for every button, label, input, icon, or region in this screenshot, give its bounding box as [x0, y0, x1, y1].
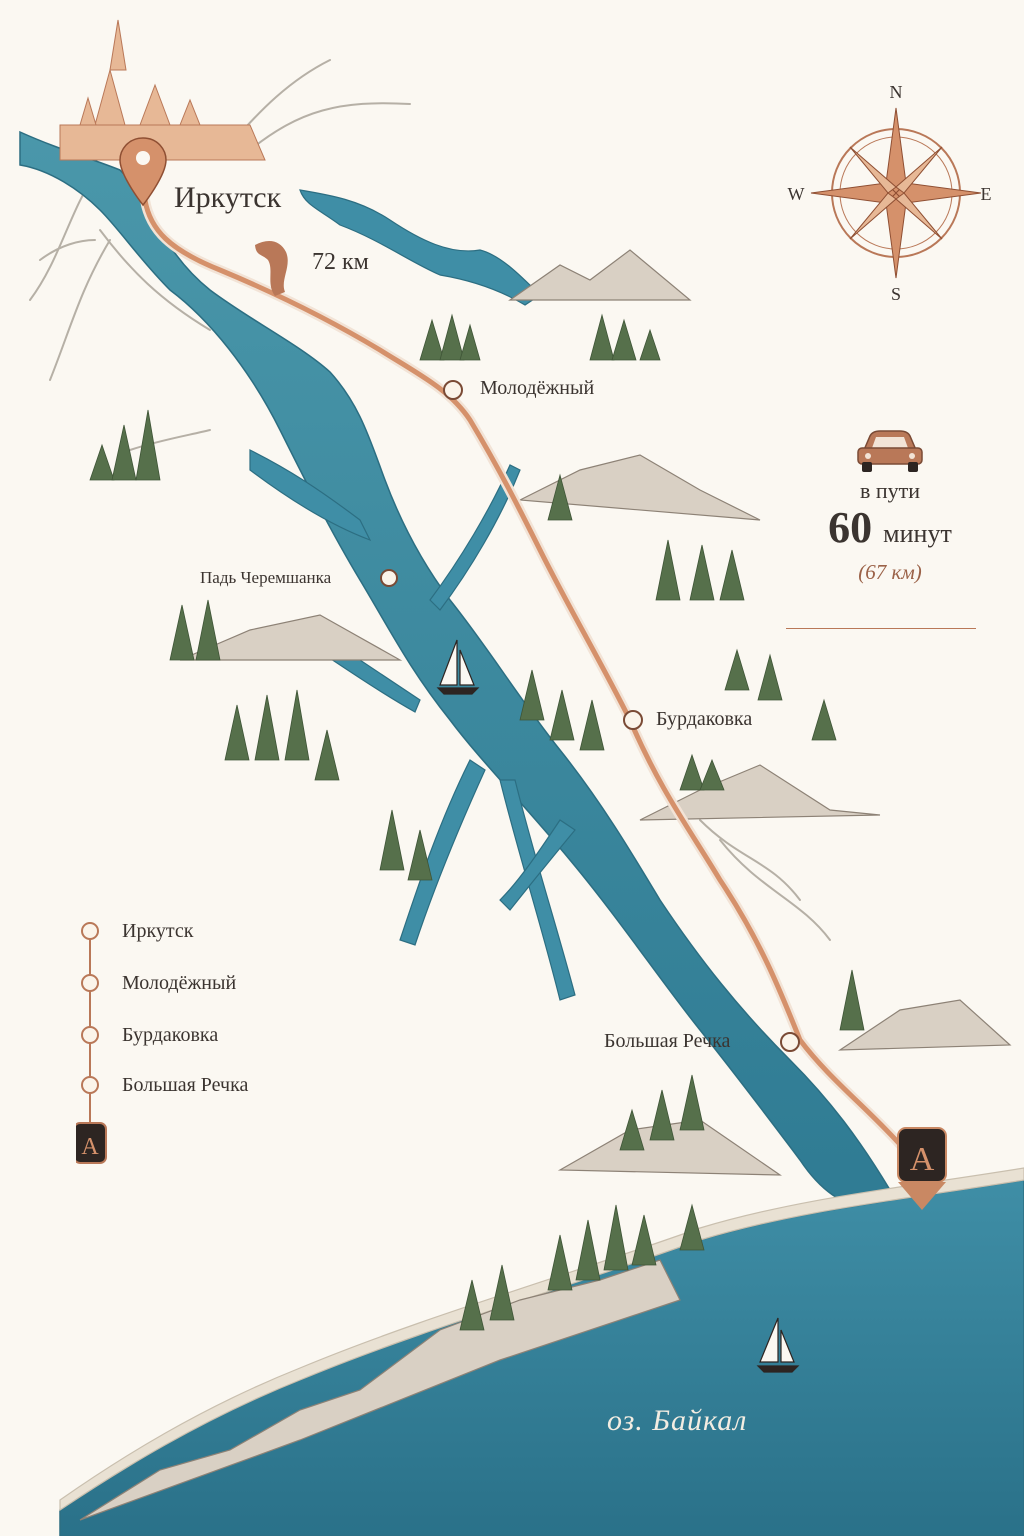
- distance-note: (67 км): [858, 560, 922, 584]
- monogram-a-icon: [76, 1122, 107, 1164]
- stop-label-burdakovka: Бурдаковка: [656, 708, 753, 730]
- lake-label: оз. Байкал: [607, 1404, 748, 1437]
- distance-route-icon: [255, 240, 288, 296]
- legend-item-irkutsk: Иркутск: [122, 920, 194, 942]
- legend-item-molodezhny: Молодёжный: [122, 972, 237, 994]
- legend-line: A: [76, 922, 107, 1164]
- legend-item-burdakovka: Бурдаковка: [122, 1024, 219, 1046]
- legend-dot-burdakovka: [81, 1026, 99, 1044]
- duration-unit: минут: [883, 519, 952, 548]
- start-city-label: Иркутск: [174, 181, 282, 214]
- forests: [89, 313, 865, 1331]
- travel-prefix: в пути: [859, 478, 921, 503]
- compass-rose-icon: N S W E: [788, 82, 992, 304]
- sailboat-lake-icon: [756, 1317, 800, 1373]
- legend-dot-bolshayarechka: [81, 1076, 99, 1094]
- stop-marker-bolshayarechka: [780, 1032, 800, 1052]
- shoreline: [59, 1167, 1024, 1512]
- info-divider: [786, 628, 976, 629]
- sailboat-icon: [436, 639, 480, 695]
- stop-label-padcheremshanka: Падь Черемшанка: [200, 568, 332, 587]
- legend-item-bolshayarechka: Большая Речка: [122, 1074, 249, 1096]
- stop-label-molodezhny: Молодёжный: [480, 377, 595, 399]
- end-marker-letter: A: [910, 1141, 935, 1178]
- stop-marker-burdakovka: [623, 710, 643, 730]
- stop-label-bolshayarechka: Большая Речка: [604, 1030, 731, 1052]
- irkutsk-pin-icon[interactable]: [119, 137, 167, 207]
- stop-markers: [380, 380, 800, 1052]
- irkutsk-old-town: [59, 19, 266, 161]
- duration-number: 60: [828, 503, 873, 552]
- end-marker-icon[interactable]: [897, 1127, 947, 1210]
- compass-w: W: [788, 184, 805, 204]
- stop-marker-padcheremshanka: [380, 569, 398, 587]
- legend-end-letter: A: [81, 1134, 99, 1160]
- mountains: [79, 249, 1012, 1521]
- legend-dot-irkutsk: [81, 922, 99, 940]
- compass-s: S: [891, 284, 901, 304]
- route-legend: A Иркутск Молодёжный Бурдаковка Большая …: [76, 917, 336, 1177]
- car-icon: [857, 430, 923, 472]
- route-distance-label: 72 км: [312, 249, 369, 275]
- lake-baikal: [59, 1179, 1024, 1536]
- stop-marker-molodezhny: [443, 380, 463, 400]
- compass-e: E: [981, 184, 992, 204]
- travel-duration: 60 минут: [790, 506, 990, 556]
- travel-info-panel: в пути 60 минут (67 км): [790, 428, 990, 585]
- compass-n: N: [890, 82, 903, 102]
- legend-dot-molodezhny: [81, 974, 99, 992]
